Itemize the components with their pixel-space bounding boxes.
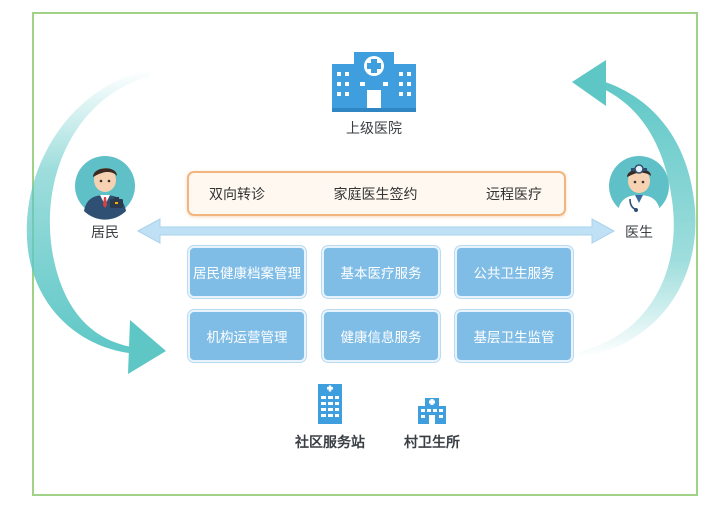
top-node-label: 上级医院 (346, 121, 402, 137)
doctor-avatar-icon (609, 156, 669, 220)
services-bar: 双向转诊 家庭医生签约 远程医疗 (187, 171, 566, 216)
grid-item-institution-ops: 机构运营管理 (188, 310, 306, 362)
right-node-label: 医生 (625, 225, 653, 241)
grid-item-public-health: 公共卫生服务 (455, 246, 573, 298)
service-family-doctor: 家庭医生签约 (333, 186, 418, 203)
grid-item-primary-supervision: 基层卫生监管 (455, 310, 573, 362)
community-station-label: 社区服务站 (295, 435, 365, 451)
resident-avatar-icon (75, 156, 135, 220)
service-two-way-referral: 双向转诊 (209, 186, 265, 203)
right-arc-arrow-body (578, 78, 696, 358)
service-telemedicine: 远程医疗 (486, 186, 542, 203)
hospital-icon (332, 52, 416, 112)
left-node-label: 居民 (91, 225, 119, 241)
left-arc-arrow-head (128, 320, 166, 374)
grid-item-health-records: 居民健康档案管理 (188, 246, 306, 298)
right-arc-arrow-head (572, 60, 606, 106)
community-station-icon (318, 384, 342, 424)
grid-item-health-info: 健康信息服务 (322, 310, 440, 362)
village-clinic-icon (418, 398, 446, 424)
village-clinic-label: 村卫生所 (404, 435, 460, 451)
grid-item-basic-medical: 基本医疗服务 (322, 246, 440, 298)
left-arc-arrow-body (26, 70, 150, 354)
